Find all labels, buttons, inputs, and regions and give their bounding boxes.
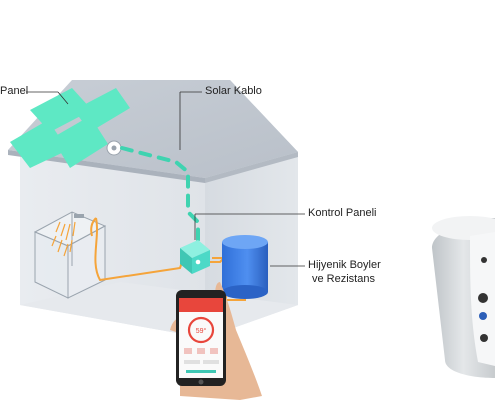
- label-resistance: ve Rezistans: [312, 273, 375, 285]
- hand-with-phone: 59°: [170, 282, 262, 400]
- tank-fitting-blue: [479, 312, 487, 320]
- phone-reading: 59°: [196, 327, 207, 335]
- solar-panel-1: [30, 88, 92, 132]
- shower-icon: [51, 214, 84, 257]
- water-tank-product: [432, 216, 495, 378]
- solar-cable: [120, 146, 200, 242]
- smartphone-icon: 59°: [176, 290, 226, 386]
- tank-fitting-2: [480, 334, 488, 342]
- boiler: [222, 235, 305, 299]
- solar-cable-path: [120, 146, 200, 242]
- controller-icon: [180, 213, 305, 274]
- solar-panel-4: [52, 116, 108, 168]
- label-control-panel: Kontrol Paneli: [308, 207, 377, 219]
- tank-knob: [481, 257, 487, 263]
- pipe-loop: [90, 217, 97, 237]
- house-roof-edge: [8, 150, 205, 183]
- tank-top: [432, 216, 495, 240]
- solar-panels: [10, 88, 130, 168]
- label-solar-cable: Solar Kablo: [205, 85, 262, 97]
- label-solar-panel: Panel: [0, 85, 29, 97]
- house-roof-ridge: [205, 152, 298, 183]
- panel-leader-diag: [57, 91, 69, 105]
- solar-panel-3: [10, 120, 68, 168]
- panel-junction-dot: [111, 145, 117, 151]
- tank-fitting: [478, 293, 488, 303]
- label-boiler: Hijyenik Boyler: [308, 259, 381, 271]
